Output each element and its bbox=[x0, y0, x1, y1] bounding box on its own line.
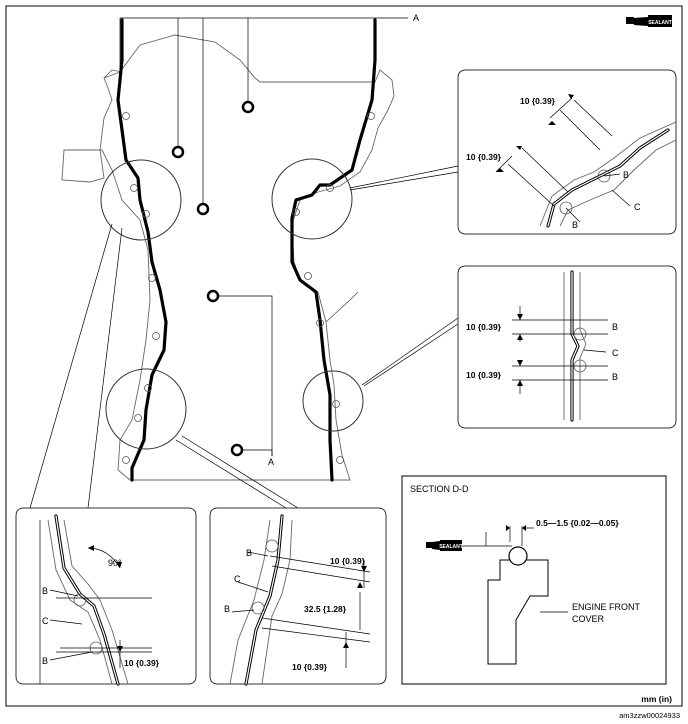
dim-right-middle-2: 10 {0.39} bbox=[466, 370, 502, 380]
bolt-hole-1 bbox=[241, 100, 255, 114]
label-a-bottom: A bbox=[268, 457, 274, 467]
dim-lower-middle-3: 10 {0.39} bbox=[292, 662, 328, 672]
engine-front-cover-label-2: COVER bbox=[572, 614, 605, 624]
dim-lower-middle-1: 10 {0.39} bbox=[330, 556, 366, 566]
units-label: mm (in) bbox=[641, 694, 672, 704]
sealant-icon: SEALANT bbox=[626, 15, 672, 27]
label-b-lm-1: B bbox=[246, 548, 252, 558]
section-sealant-icon-label: SEALANT bbox=[439, 544, 463, 550]
detail-circle-upper-left bbox=[100, 159, 182, 241]
label-c-ll: C bbox=[42, 616, 49, 626]
label-c-ur: C bbox=[634, 202, 641, 212]
label-b-ur-1: B bbox=[623, 170, 629, 180]
figure-code: am3zzw00024933 bbox=[619, 711, 680, 720]
section-title: SECTION D-D bbox=[410, 484, 469, 494]
sealant-icon-label: SEALANT bbox=[648, 20, 672, 26]
engine-front-cover-label-1: ENGINE FRONT bbox=[572, 602, 641, 612]
bolt-hole-5 bbox=[230, 443, 244, 457]
label-angle-90: 90° bbox=[108, 558, 122, 568]
detail-panel-lower-left bbox=[15, 507, 197, 686]
figure-frame bbox=[5, 5, 683, 707]
dim-upper-right-2: 10 {0.39} bbox=[466, 152, 502, 162]
label-c-rm: C bbox=[612, 348, 619, 358]
bolt-hole-4 bbox=[206, 289, 220, 303]
label-b-ll-2: B bbox=[42, 656, 48, 666]
engine-front-cover bbox=[61, 34, 395, 481]
bolt-hole-3 bbox=[196, 202, 210, 216]
bolt-hole-2 bbox=[171, 145, 185, 159]
label-b-lm-2: B bbox=[224, 604, 230, 614]
detail-circle-lower-left bbox=[105, 368, 187, 450]
detail-leaders bbox=[29, 165, 459, 509]
detail-panel-lower-middle bbox=[209, 507, 387, 686]
label-c-lm: C bbox=[234, 574, 241, 584]
detail-circle-lower-right bbox=[302, 370, 364, 432]
label-b-ur-2: B bbox=[572, 220, 578, 230]
dim-upper-right-1: 10 {0.39} bbox=[520, 96, 556, 106]
sealant-bead-left bbox=[116, 18, 168, 482]
label-b-ll-1: B bbox=[42, 586, 48, 596]
section-sealant-icon: SEALANT bbox=[426, 540, 486, 551]
section-dim: 0.5—1.5 {0.02—0.05} bbox=[536, 518, 619, 528]
dim-lower-left: 10 {0.39} bbox=[124, 658, 160, 668]
dim-right-middle-1: 10 {0.39} bbox=[466, 322, 502, 332]
detail-circle-upper-right bbox=[271, 158, 353, 240]
label-b-rm-1: B bbox=[612, 322, 618, 332]
detail-panel-right-middle bbox=[457, 265, 677, 429]
flange-holes bbox=[122, 112, 375, 464]
dim-lower-middle-2: 32.5 {1.28} bbox=[304, 604, 347, 614]
leader-a-top bbox=[119, 17, 408, 204]
detail-panel-upper-right bbox=[457, 69, 677, 235]
leader-a-bottom bbox=[218, 295, 273, 456]
label-b-rm-2: B bbox=[612, 372, 618, 382]
section-d-d-panel bbox=[401, 475, 667, 685]
label-a-top: A bbox=[413, 13, 419, 23]
